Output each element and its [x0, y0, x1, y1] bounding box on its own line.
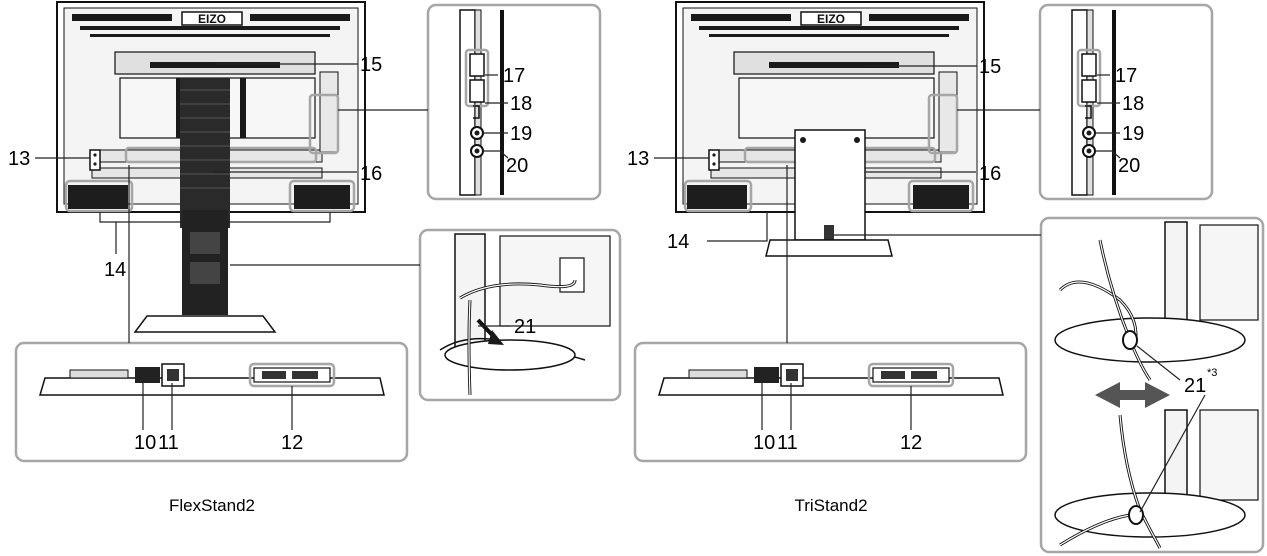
label-11-right: 11 [777, 432, 798, 454]
label-13-right: 13 [627, 148, 649, 170]
label-11-left: 11 [158, 432, 179, 454]
bottom-view-inset-left [14, 341, 409, 463]
tristand2-figure: EIZO [627, 1, 1265, 554]
caption-flexstand2: FlexStand2 [169, 496, 255, 515]
label-18-right: 18 [1122, 93, 1144, 115]
label-19-right: 19 [1122, 123, 1144, 145]
logo-eizo: EIZO [198, 12, 226, 26]
label-21-left: 21 [514, 316, 536, 338]
label-13-left: 13 [8, 148, 30, 170]
label-14-left: 14 [104, 259, 126, 281]
label-20-right: 20 [1118, 155, 1140, 177]
leader-lines-left [35, 63, 510, 430]
side-port-inset-left [426, 3, 602, 201]
flexstand2-figure: EIZO [8, 1, 622, 515]
side-port-inset-right [1038, 3, 1214, 201]
caption-tristand2: TriStand2 [794, 496, 867, 515]
tristand2-stand [765, 129, 893, 257]
label-19-left: 19 [510, 123, 532, 145]
label-12-right: 12 [900, 432, 922, 454]
label-15-left: 15 [360, 54, 382, 76]
label-12-left: 12 [281, 432, 303, 454]
callout-labels-left: 13 15 16 14 17 18 19 20 21 10 11 12 [8, 54, 536, 454]
label-16-right: 16 [979, 163, 1001, 185]
footnote-marker-3: *3 [1207, 367, 1217, 379]
flexstand2-stand [133, 78, 277, 333]
label-18-left: 18 [510, 93, 532, 115]
callout-labels-right: 13 15 16 14 17 18 19 20 21 *3 10 11 12 [627, 56, 1217, 454]
cable-clip-inset-left [418, 228, 622, 402]
label-20-left: 20 [506, 155, 528, 177]
label-10-left: 10 [134, 432, 156, 454]
label-14-right: 14 [667, 231, 689, 253]
cable-holder-inset-right [1039, 216, 1265, 554]
bottom-view-inset-right [633, 341, 1028, 463]
label-15-right: 15 [979, 56, 1001, 78]
label-17-right: 17 [1115, 65, 1137, 87]
label-17-left: 17 [503, 65, 525, 87]
label-10-right: 10 [753, 432, 775, 454]
label-21-right: 21 [1184, 375, 1206, 397]
leader-lines-right [654, 65, 1206, 513]
label-16-left: 16 [360, 163, 382, 185]
logo-eizo-right: EIZO [817, 12, 845, 26]
